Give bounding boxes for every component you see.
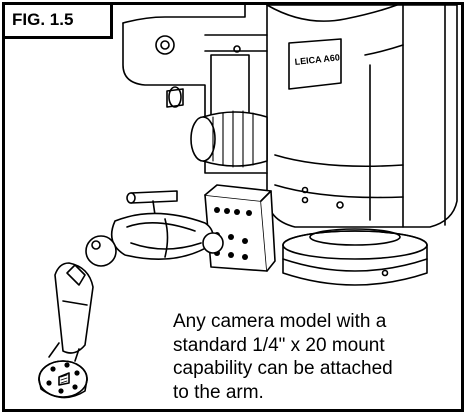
microscope-body	[266, 5, 458, 286]
articulating-arm	[85, 190, 224, 267]
figure-caption: Any camera model with a standard 1/4" x …	[173, 310, 443, 404]
camera-adapter	[38, 262, 94, 399]
figure-label: FIG. 1.5	[5, 5, 113, 39]
knurled-knob	[190, 110, 268, 168]
caption-line: capability can be attached	[173, 358, 393, 379]
figure-frame: FIG. 1.5	[2, 2, 464, 412]
microscope-camera-arm-illustration: LEICA A60	[38, 5, 458, 399]
caption-line: standard 1/4" x 20 mount	[173, 334, 385, 356]
caption-line: to the arm.	[173, 381, 264, 403]
caption-line: Any camera model with a	[173, 311, 387, 332]
mount-block	[204, 184, 276, 272]
brand-label: LEICA A60	[294, 52, 340, 67]
